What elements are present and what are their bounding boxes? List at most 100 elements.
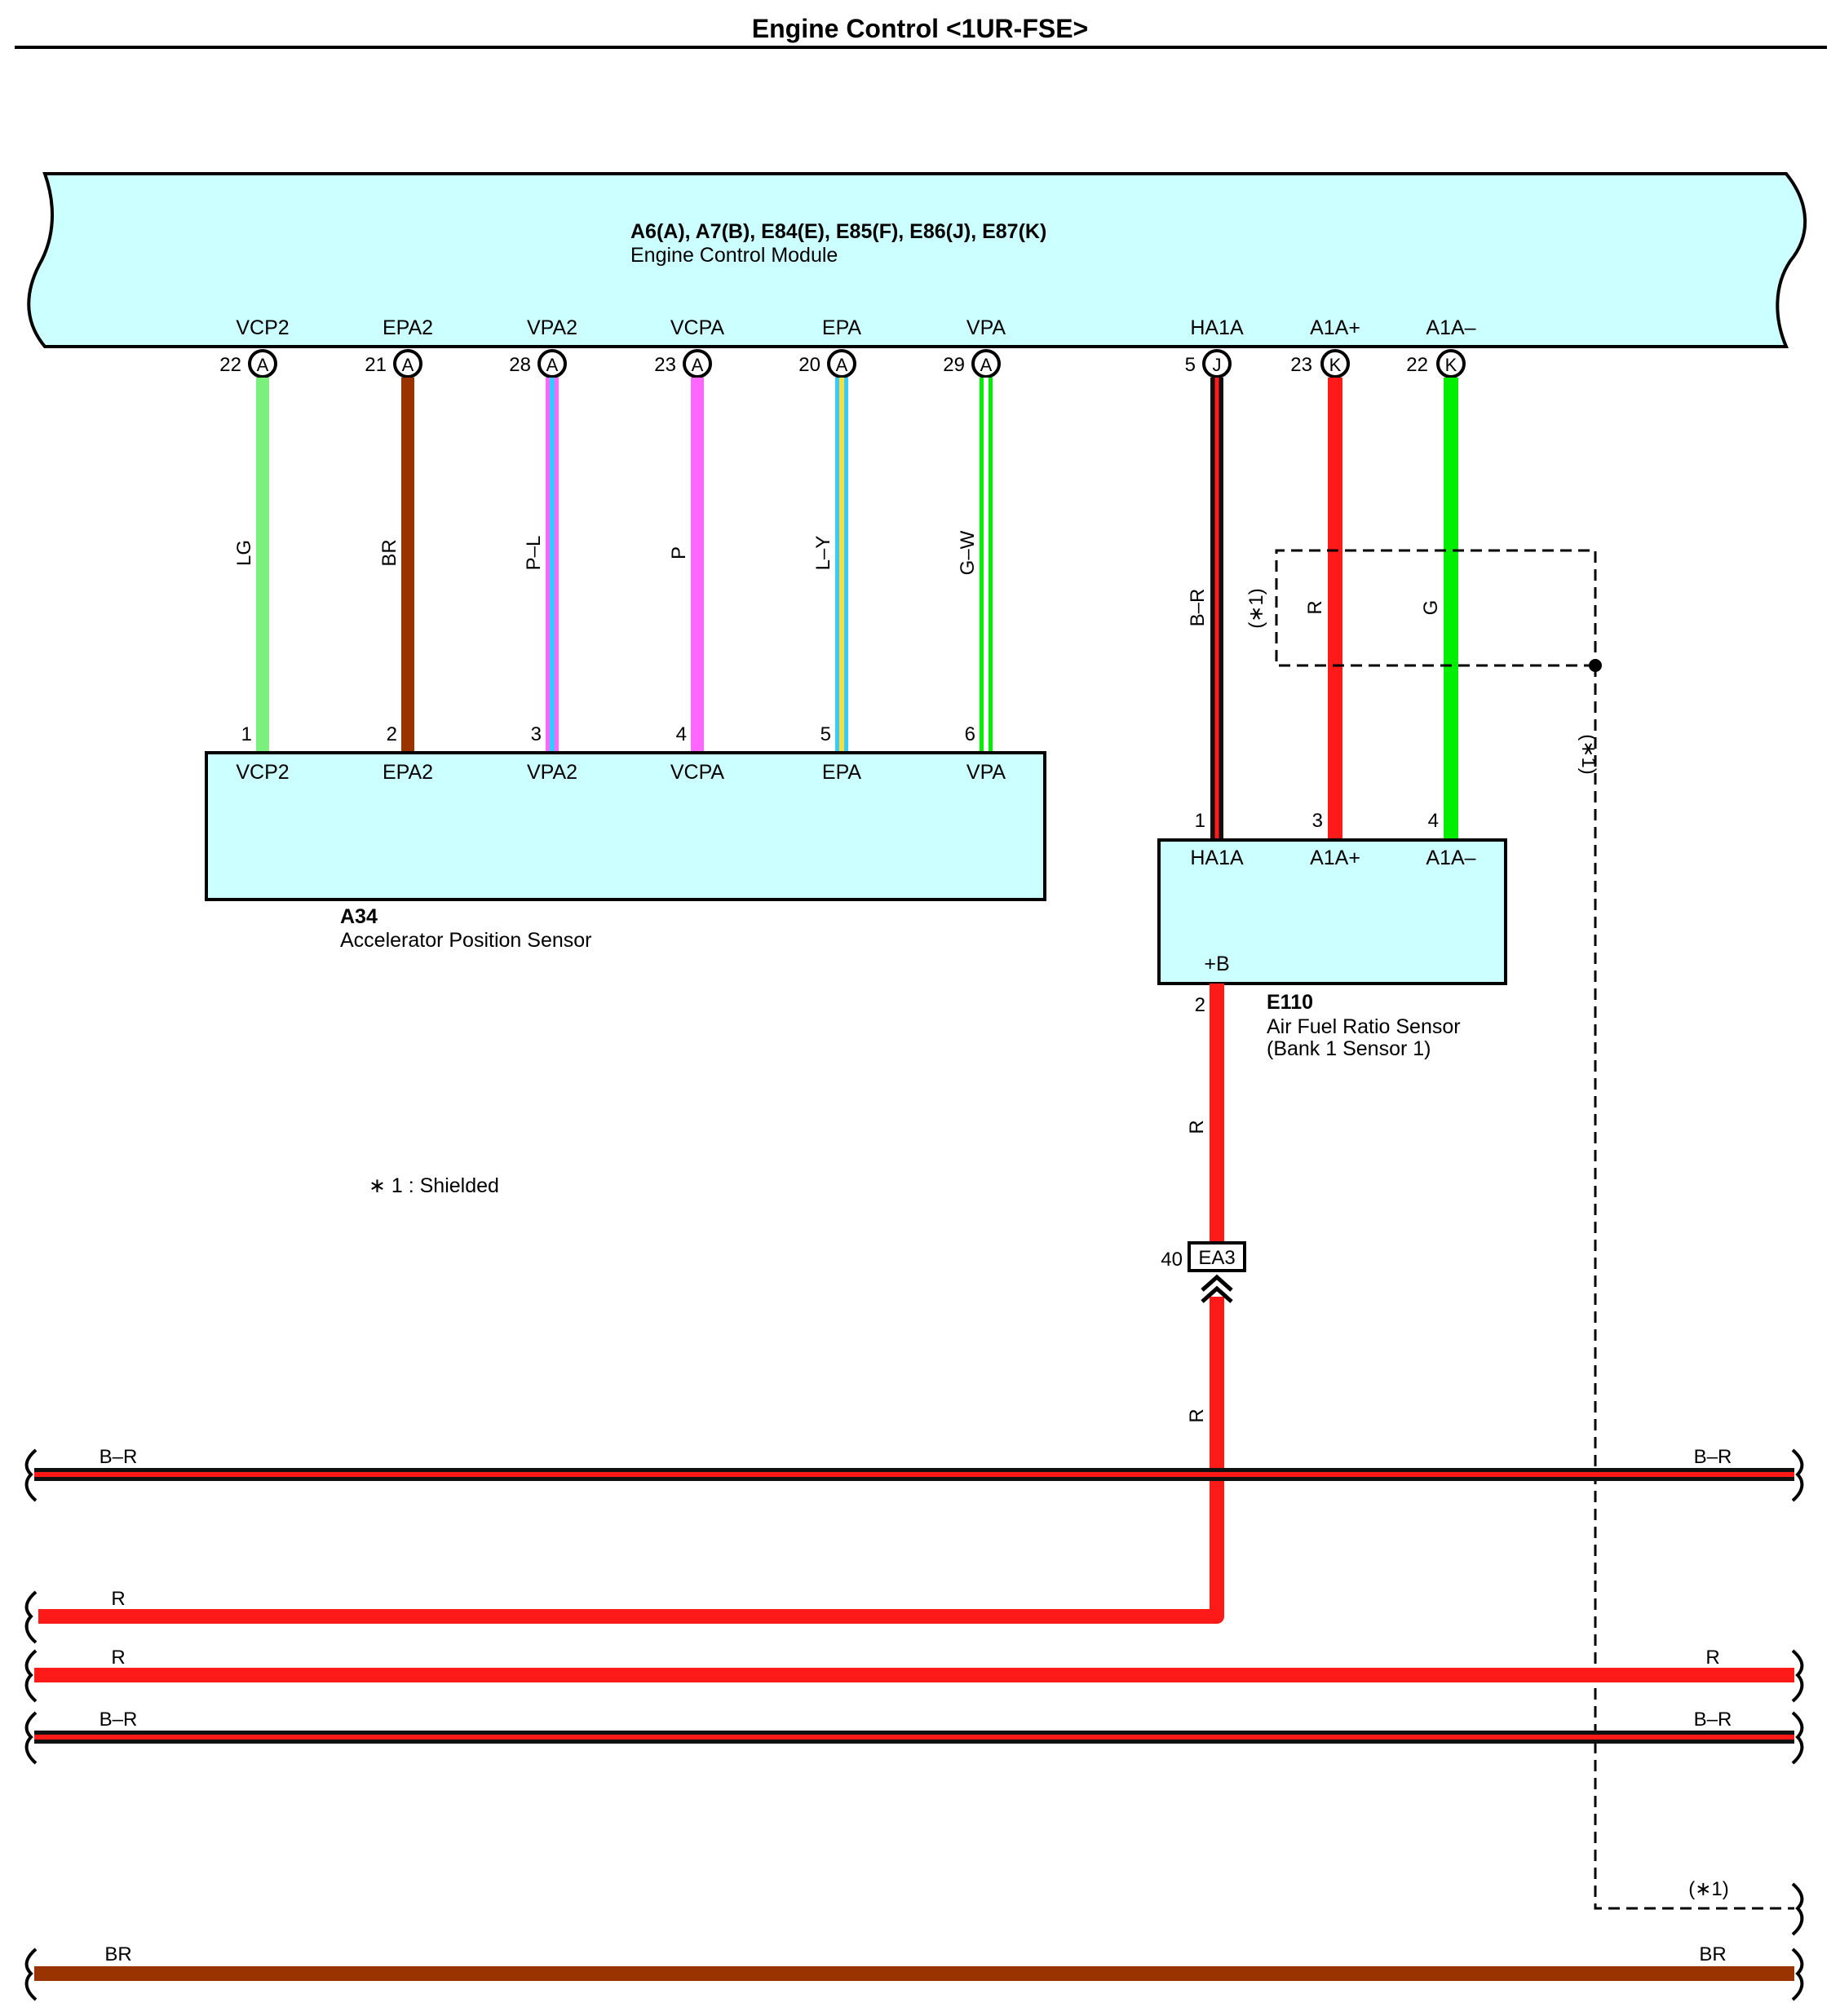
ecm-pin-label: EPA — [822, 316, 861, 339]
shield-mark: (∗1) — [1577, 734, 1599, 774]
ecm-pin-number: 22 — [219, 354, 241, 376]
wire-color-label: P — [668, 546, 690, 559]
wire-g-w: G–W — [957, 378, 993, 752]
e110-power-label: +B — [1204, 953, 1229, 975]
bus-label-right: R — [1705, 1647, 1719, 1669]
continuation-brace-left — [24, 1448, 38, 2001]
a34-pin-number: 5 — [820, 723, 831, 745]
ecm-pin-vcp2: VCP2 22 A — [219, 316, 290, 378]
wire-color-label: BR — [378, 539, 400, 566]
ecm-name: Engine Control Module — [630, 244, 838, 267]
a34-pin-label: EPA — [822, 761, 861, 784]
junction-chevron-icon — [1201, 1274, 1233, 1303]
wire-r-sensor: R — [1304, 378, 1342, 840]
ecm-body — [27, 172, 1807, 348]
bus-label-right: B–R — [1694, 1446, 1732, 1468]
a34-code: A34 — [340, 905, 378, 928]
a34-pin-label: VCP2 — [236, 761, 289, 784]
bus-label-left: B–R — [100, 1709, 138, 1731]
ecm-pin-number: 23 — [1290, 354, 1312, 376]
ecm-pin-number: 23 — [654, 354, 676, 376]
a34-body — [205, 751, 1046, 901]
wire-color-label: L–Y — [812, 536, 834, 571]
wire-color-label: G–W — [957, 530, 979, 575]
shield-junction — [1589, 659, 1602, 672]
wire-p: P — [668, 378, 704, 752]
wire-color-label: B–R — [1187, 589, 1209, 627]
brace-icon — [1791, 1448, 1804, 1502]
bus-line-r-2: R R — [34, 1647, 1794, 1682]
connector-badge — [393, 349, 422, 378]
wire-lg: LG — [233, 378, 269, 752]
ecm-pin-number: 20 — [798, 354, 820, 376]
ecm-pin-number: 29 — [943, 354, 965, 376]
diagram-title: Engine Control <1UR-FSE> — [752, 14, 1088, 43]
ecm-pin-label: A1A+ — [1310, 316, 1360, 339]
bus-line-b-r-1: B–R B–R — [34, 1446, 1794, 1481]
bus-label-left: R — [111, 1647, 125, 1669]
connector-letter: K — [1445, 355, 1457, 375]
connector-letter: A — [257, 355, 269, 375]
a34-pin-label: VPA — [966, 761, 1006, 784]
a34-pin-number: 6 — [965, 723, 975, 745]
wire-power-r: R R — [38, 984, 1224, 1624]
connector-badge — [537, 349, 567, 378]
bus-label-left: BR — [104, 1943, 131, 1965]
a34-pin-number: 3 — [531, 723, 542, 745]
brace-icon — [24, 1448, 38, 1502]
ecm-pin-number: 22 — [1406, 354, 1428, 376]
brace-icon — [24, 1649, 38, 1703]
wire-color-label: G — [1420, 600, 1442, 616]
ecm-pin-label: VPA — [966, 316, 1006, 339]
e110-pin-number: 4 — [1428, 810, 1439, 832]
wire-p-l: P–L — [523, 378, 559, 752]
shield-mark: (∗1) — [1688, 1878, 1728, 1900]
ecm-pin-label: A1A– — [1426, 316, 1475, 339]
ecm-pin-epa: EPA 20 A — [798, 316, 861, 378]
ecm-pin-vpa2: VPA2 28 A — [509, 316, 577, 378]
connector-letter: A — [402, 355, 414, 375]
junction-code: EA3 — [1198, 1247, 1235, 1269]
wire-br: BR — [378, 378, 414, 752]
wire-color-label: R — [1304, 600, 1326, 614]
brace-icon — [1791, 1947, 1804, 2001]
shield-outline — [1275, 549, 1794, 1910]
brace-icon — [1791, 1649, 1804, 1703]
e110-name-line2: (Bank 1 Sensor 1) — [1267, 1037, 1431, 1060]
a34-name: Accelerator Position Sensor — [340, 929, 591, 952]
connector-letter: A — [546, 355, 559, 375]
ecm-pin-number: 21 — [365, 354, 387, 376]
e110-pin-label: A1A+ — [1310, 847, 1360, 869]
ecm-pin-number: 5 — [1185, 354, 1196, 376]
wire-g-sensor: G — [1420, 378, 1458, 840]
wire-color-label: R — [1186, 1408, 1208, 1422]
a34-pin-label: VCPA — [670, 761, 725, 784]
wire-color-label: P–L — [523, 536, 545, 571]
a34-pin-label: VPA2 — [527, 761, 577, 784]
connector-badge — [1436, 349, 1466, 378]
ecm-pin-vcpa: VCPA 23 A — [654, 316, 725, 378]
e110-pin-number: 1 — [1195, 810, 1205, 832]
ecm-pin-label: VCP2 — [236, 316, 289, 339]
shield-mark: (∗1) — [1245, 588, 1267, 628]
connector-badge — [971, 349, 1001, 378]
ecm-connectors: A6(A), A7(B), E84(E), E85(F), E86(J), E8… — [630, 220, 1046, 243]
brace-icon — [1791, 1711, 1804, 1765]
connector-badge — [827, 349, 856, 378]
brace-icon — [24, 1711, 38, 1765]
connector-badge — [1202, 349, 1232, 378]
shield-note: ∗ 1 : Shielded — [369, 1174, 499, 1197]
connector-letter: A — [692, 355, 704, 375]
ecm-pin-vpa: VPA 29 A — [943, 316, 1006, 378]
bus-line-br: BR BR — [34, 1943, 1794, 1981]
ecm-pin-label: VCPA — [670, 316, 725, 339]
continuation-brace-right — [1791, 1448, 1804, 2001]
ecm-pin-ha1a: HA1A 5 J — [1185, 316, 1244, 378]
connector-letter: K — [1329, 355, 1342, 375]
e110-pin-number: 3 — [1312, 810, 1323, 832]
e110-body — [1157, 838, 1507, 985]
junction-ea3: EA3 40 — [1161, 1241, 1246, 1303]
ecm-pin-a1a-minus: A1A– 22 K — [1406, 316, 1476, 378]
wire-color-label: R — [1186, 1120, 1208, 1134]
